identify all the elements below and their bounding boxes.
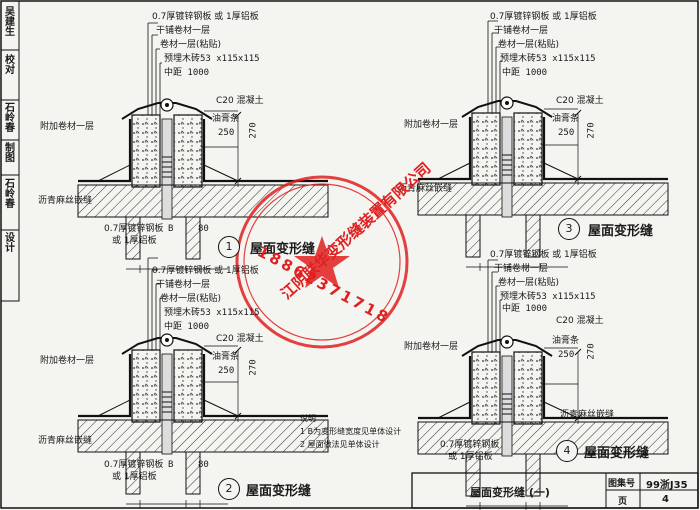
d2-bottom-plate-a: 0.7厚镀锌钢板 (104, 460, 164, 470)
d1-title: 屋面变形缝 (250, 242, 316, 257)
d2-dim-b: B (168, 460, 174, 470)
d2-dim-250: 250 (218, 366, 235, 376)
d3-wood-label: 预埋木砖53 x115x115 (500, 54, 596, 64)
d1-concrete-label: C20 混凝土 (216, 96, 264, 106)
d4-extra-membrane-label: 附加卷材一层 (404, 342, 459, 352)
atlas-label: 图集号 (608, 479, 636, 489)
d2-membrane-label: 卷材一层(粘贴) (160, 294, 222, 304)
sidebar-designer-name: 石岭春 (5, 179, 15, 210)
notes-heading: 说明 (300, 414, 316, 423)
d2-concrete-label: C20 混凝土 (216, 334, 264, 344)
d4-dim-270: 270 (586, 343, 597, 360)
company-seal (235, 175, 409, 349)
d3-concrete-label: C20 混凝土 (556, 96, 604, 106)
d4-spacing-label: 中距 1000 (502, 304, 548, 314)
sidebar-check-label: 校对 (5, 55, 15, 76)
d2-spacing-label: 中距 1000 (164, 322, 210, 332)
d4-asphalt-rope-label: 沥青麻丝嵌缝 (560, 410, 615, 420)
sidebar-drawing-label: 制图 (5, 143, 15, 164)
d3-underlay-label: 干铺卷材一层 (494, 26, 549, 36)
sidebar-drawer-name: 石岭春 (5, 103, 15, 134)
d2-dim-80: 80 (198, 460, 209, 470)
d4-sealant-label: 油膏条 (552, 336, 580, 346)
d4-bottom-plate-b: 或 1厚铝板 (448, 452, 493, 462)
d1-underlay-label: 干铺卷材一层 (156, 26, 211, 36)
d3-sealant-label: 油膏条 (552, 114, 580, 124)
d2-sealant-label: 油膏条 (212, 352, 240, 362)
d4-membrane-label: 卷材一层(粘贴) (498, 278, 560, 288)
atlas-value: 99浙J35 (646, 480, 688, 491)
d2-bottom-plate-b: 或 1厚铝板 (112, 472, 157, 482)
d4-number-circle: 4 (556, 440, 578, 462)
d3-dim-270: 270 (586, 122, 597, 139)
d1-dim-b: B (168, 224, 174, 234)
d4-underlay-label: 干铺卷材一层 (494, 264, 549, 274)
notes-block: 说明 1 B为变形缝宽度见单体设计 2 屋面做法见单体设计 (300, 412, 401, 451)
d1-spacing-label: 中距 1000 (164, 68, 210, 78)
d3-membrane-label: 卷材一层(粘贴) (498, 40, 560, 50)
d2-dim-270: 270 (248, 359, 259, 376)
d1-asphalt-rope-label: 沥青麻丝嵌缝 (38, 196, 93, 206)
d3-title: 屋面变形缝 (588, 224, 654, 239)
d1-bottom-plate-a: 0.7厚镀锌钢板 (104, 224, 164, 234)
d1-cover-label: 0.7厚镀锌钢板 或 1厚铝板 (152, 12, 259, 22)
d2-extra-membrane-label: 附加卷材一层 (40, 356, 95, 366)
d2-number-circle: 2 (218, 478, 240, 500)
d4-cover-label: 0.7厚镀锌钢板 或 1厚铝板 (490, 250, 597, 260)
d4-dim-250: 250 (558, 350, 575, 360)
sidebar-designer-label: 吴建生 (5, 7, 15, 38)
d2-cover-label: 0.7厚镀锌钢板 或 1厚铝板 (152, 266, 259, 276)
sheet-title: 屋面变形缝 (一) (470, 486, 550, 499)
d1-dim-250: 250 (218, 128, 235, 138)
d1-sealant-label: 油膏条 (212, 114, 240, 124)
d1-wood-label: 预埋木砖53 x115x115 (164, 54, 260, 64)
d1-extra-membrane-label: 附加卷材一层 (40, 122, 95, 132)
d1-membrane-label: 卷材一层(粘贴) (160, 40, 222, 50)
page-value: 4 (662, 494, 669, 505)
d4-bottom-plate-a: 0.7厚镀锌钢板 (440, 440, 500, 450)
d4-title: 屋面变形缝 (584, 446, 650, 461)
d3-cover-label: 0.7厚镀锌钢板 或 1厚铝板 (490, 12, 597, 22)
d4-concrete-label: C20 混凝土 (556, 316, 604, 326)
d1-bottom-plate-b: 或 1厚铝板 (112, 236, 157, 246)
sidebar-design-label: 设计 (5, 233, 15, 254)
d3-extra-membrane-label: 附加卷材一层 (404, 120, 459, 130)
d3-number-circle: 3 (558, 218, 580, 240)
notes-item-1: 1 B为变形缝宽度见单体设计 (300, 427, 402, 436)
notes-item-2: 2 屋面做法见单体设计 (300, 440, 380, 449)
d2-asphalt-rope-label: 沥青麻丝嵌缝 (38, 436, 93, 446)
d1-dim-270: 270 (248, 122, 259, 139)
d1-dim-80: 80 (198, 224, 209, 234)
d2-underlay-label: 干铺卷材一层 (156, 280, 211, 290)
d1-number-circle: 1 (218, 236, 240, 258)
d4-wood-label: 预埋木砖53 x115x115 (500, 292, 596, 302)
d3-asphalt-rope-label: 沥青麻丝嵌缝 (398, 184, 453, 194)
d3-spacing-label: 中距 1000 (502, 68, 548, 78)
d2-wood-label: 预埋木砖53 x115x115 (164, 308, 260, 318)
d2-title: 屋面变形缝 (246, 484, 312, 499)
d3-dim-250: 250 (558, 128, 575, 138)
page-label: 页 (618, 497, 628, 507)
